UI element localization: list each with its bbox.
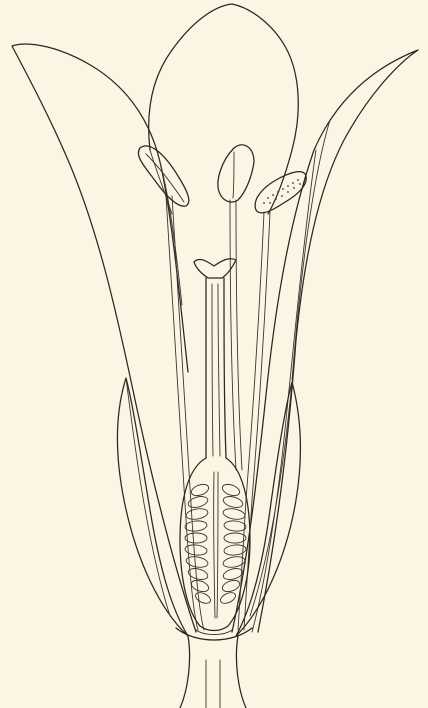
left-petal bbox=[12, 44, 196, 632]
center-stamen bbox=[218, 145, 254, 470]
center-petal bbox=[149, 4, 299, 214]
right-anther bbox=[255, 172, 306, 213]
left-sepal bbox=[117, 378, 188, 636]
ovary bbox=[180, 458, 250, 631]
pedicel bbox=[180, 636, 246, 708]
style bbox=[206, 278, 226, 458]
right-petal bbox=[232, 50, 418, 632]
stigma bbox=[194, 259, 236, 278]
center-anther bbox=[218, 145, 254, 202]
